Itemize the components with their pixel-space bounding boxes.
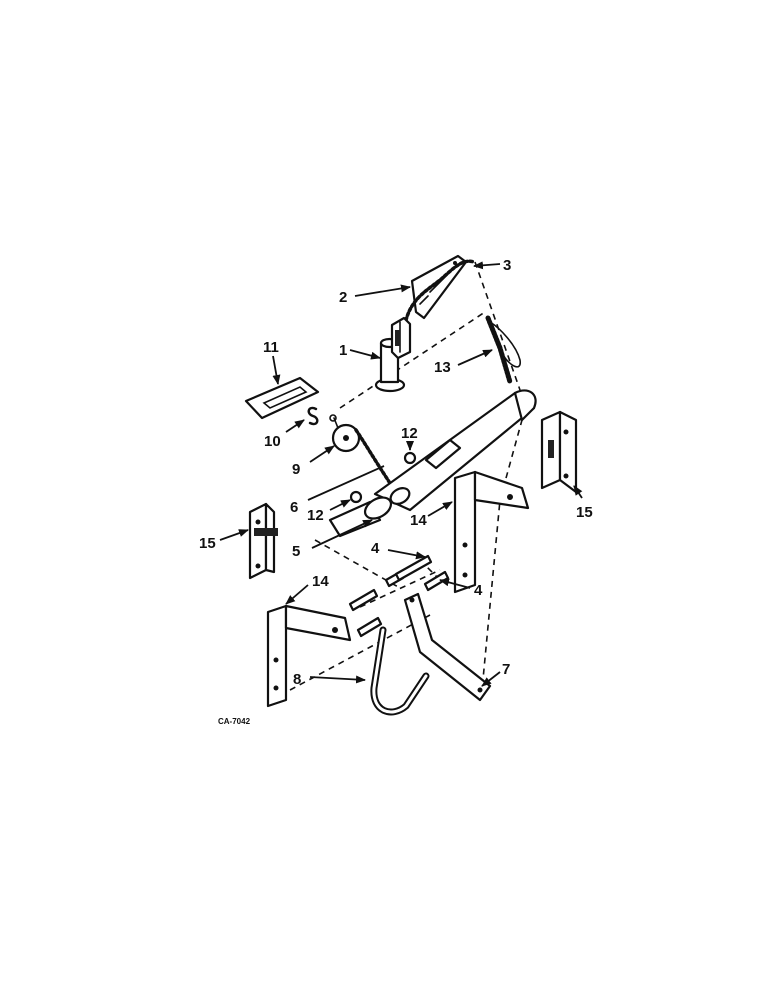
- callout-11: 11: [263, 339, 279, 356]
- part-15-angle-bracket-right: [540, 410, 578, 494]
- callout-12-lower: 12: [307, 507, 324, 524]
- callout-8: 8: [293, 671, 301, 688]
- callout-1: 1: [339, 342, 347, 359]
- callout-2: 2: [339, 289, 347, 306]
- callout-14-lower: 14: [312, 573, 329, 590]
- part-1-post-bracket: [374, 316, 412, 393]
- callout-4-upper: 4: [371, 540, 380, 557]
- part-8-u-bolt: [370, 626, 430, 716]
- part-15-plate-bracket-left: [248, 502, 278, 580]
- part-12-nut-lower: [349, 490, 363, 504]
- part-14-l-bracket-upper: [453, 470, 530, 594]
- callout-3: 3: [503, 257, 511, 274]
- part-14-l-bracket-lower: [266, 604, 352, 708]
- drawing-code: CA-7042: [218, 717, 251, 726]
- callout-7: 7: [502, 661, 510, 678]
- callout-15-left: 15: [199, 535, 216, 552]
- callout-5: 5: [292, 543, 300, 560]
- callout-4-lower: 4: [474, 582, 483, 599]
- part-5-main-tube: [328, 389, 537, 538]
- part-13-spring: [485, 315, 521, 385]
- part-11-pad: [244, 376, 320, 420]
- part-9-pulley: [329, 414, 361, 453]
- part-10-s-hook: [307, 406, 319, 426]
- callout-15-right: 15: [576, 504, 593, 521]
- part-4-pins: [348, 554, 450, 638]
- part-12-nut-upper: [403, 451, 417, 465]
- callout-9: 9: [292, 461, 300, 478]
- callout-6: 6: [290, 499, 298, 516]
- part-3-chain: [402, 259, 476, 332]
- callout-10: 10: [264, 433, 281, 450]
- callout-13: 13: [434, 359, 451, 376]
- callout-12-upper: 12: [401, 425, 418, 442]
- leader-lines: [219, 261, 583, 687]
- callout-labels: 1 2 3 4 4 5 6 7 8 9 10 11 12 12 13 14 14…: [199, 257, 593, 726]
- callout-14-upper: 14: [410, 512, 427, 529]
